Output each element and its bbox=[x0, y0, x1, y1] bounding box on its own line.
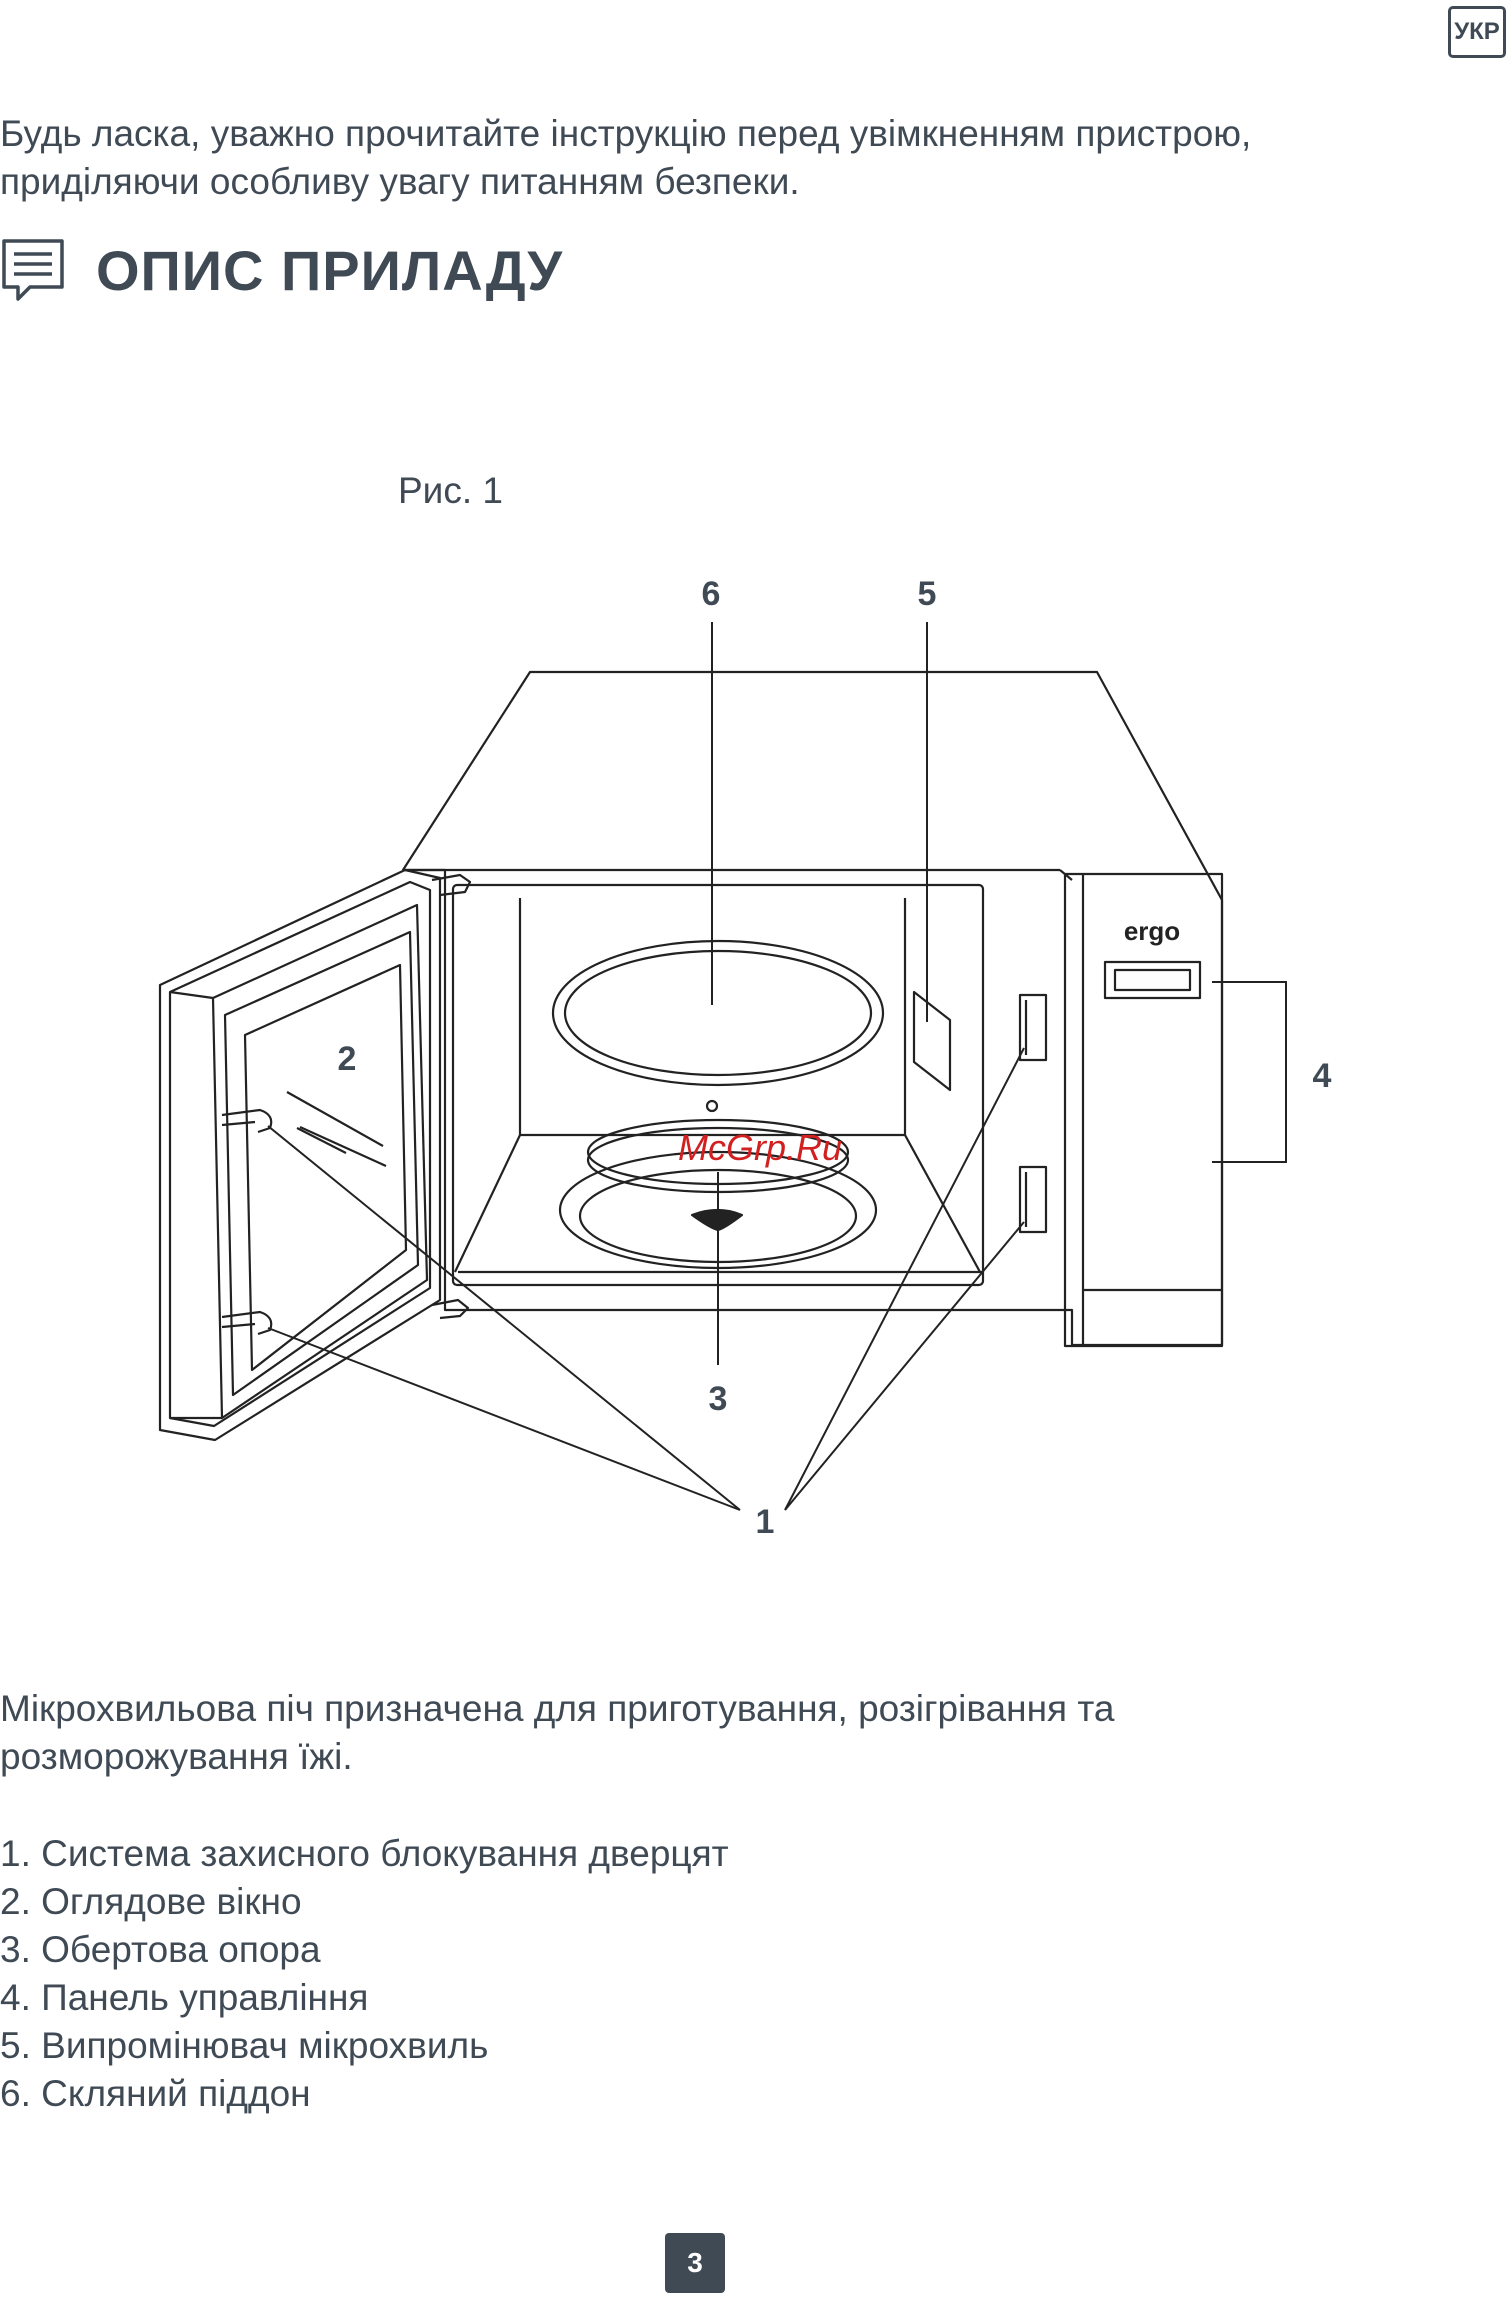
watermark: McGrp.Ru bbox=[678, 1127, 842, 1168]
callout-6: 6 bbox=[702, 575, 721, 613]
list-item: 2. Оглядове вікно bbox=[0, 1881, 302, 1922]
callout-4: 4 bbox=[1313, 1057, 1332, 1095]
callout-1: 1 bbox=[756, 1503, 775, 1541]
language-badge: УКР bbox=[1448, 6, 1506, 58]
callout-5: 5 bbox=[918, 575, 937, 613]
microwave-illustration: ergo McGrp.Ru 6 5 4 2 3 1 bbox=[158, 575, 1332, 1541]
page-number: 3 bbox=[665, 2233, 725, 2293]
list-item: 1. Система захисного блокування дверцят bbox=[0, 1833, 729, 1874]
section-heading: ОПИС ПРИЛАДУ bbox=[0, 235, 563, 305]
list-item: 6. Скляний піддон bbox=[0, 2073, 311, 2114]
figure-caption: Рис. 1 bbox=[398, 470, 503, 511]
brand-logo: ergo bbox=[1124, 916, 1180, 946]
callout-2: 2 bbox=[338, 1040, 357, 1078]
list-item: 5. Випромінювач мікрохвиль bbox=[0, 2025, 489, 2066]
description-text: Мікрохвильова піч призначена для приготу… bbox=[0, 1688, 1115, 1777]
document-icon bbox=[2, 239, 64, 301]
list-item: 4. Панель управління bbox=[0, 1977, 369, 2018]
section-title: ОПИС ПРИЛАДУ bbox=[96, 238, 564, 302]
callout-3: 3 bbox=[709, 1380, 728, 1418]
microwave-diagram: ergo McGrp.Ru 6 5 4 2 3 1 bbox=[0, 560, 1512, 1580]
parts-list: 1. Система захисного блокування дверцят … bbox=[0, 1830, 729, 2118]
list-item: 3. Обертова опора bbox=[0, 1929, 321, 1970]
intro-text: Будь ласка, уважно прочитайте інструкцію… bbox=[0, 113, 1252, 202]
